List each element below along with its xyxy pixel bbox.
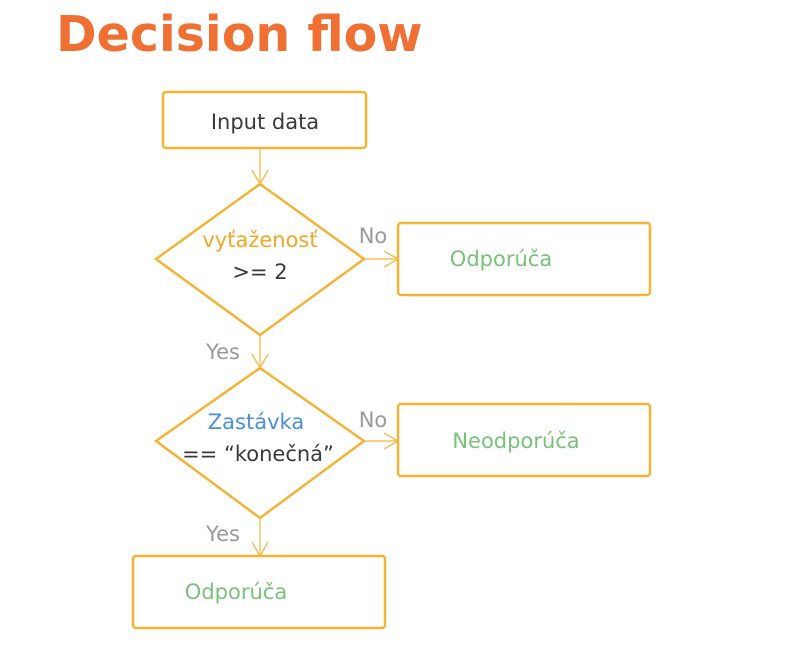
edge-label-decision1-no: No (359, 224, 388, 248)
edge-label-decision2-yes: Yes (205, 522, 240, 546)
edge-label-decision1-yes: Yes (205, 340, 240, 364)
decision-node-2-diamond (153, 366, 367, 520)
result-node-no1-box (396, 221, 652, 297)
edge-label-decision2-no: No (359, 408, 388, 432)
input-node-box (161, 90, 368, 150)
result-node-yes2-box (131, 554, 387, 630)
decision-node-1-condition: >= 2 (232, 260, 287, 284)
decision-node-2-variable: Zastávka (208, 410, 304, 434)
decision-node-2: Zastávka == “konečná” (153, 366, 367, 520)
page-title: Decision flow (56, 6, 423, 63)
result-node-no2-label: Neodporúča (452, 429, 579, 453)
decision-node-2-condition: == “konečná” (182, 442, 334, 466)
result-node-no1-label: Odporúča (450, 247, 552, 271)
result-node-no2: Neodporúča (396, 402, 652, 478)
decision-node-1-diamond (153, 182, 367, 337)
decision-node-1-variable: vyťaženosť (202, 228, 317, 252)
input-node-label: Input data (211, 110, 319, 134)
decision-node-1: vyťaženosť >= 2 (153, 182, 367, 337)
result-node-yes2: Odporúča (131, 554, 387, 630)
input-node: Input data (161, 90, 368, 150)
result-node-no1: Odporúča (396, 221, 652, 297)
result-node-no2-box (396, 402, 652, 478)
result-node-yes2-label: Odporúča (185, 580, 287, 604)
